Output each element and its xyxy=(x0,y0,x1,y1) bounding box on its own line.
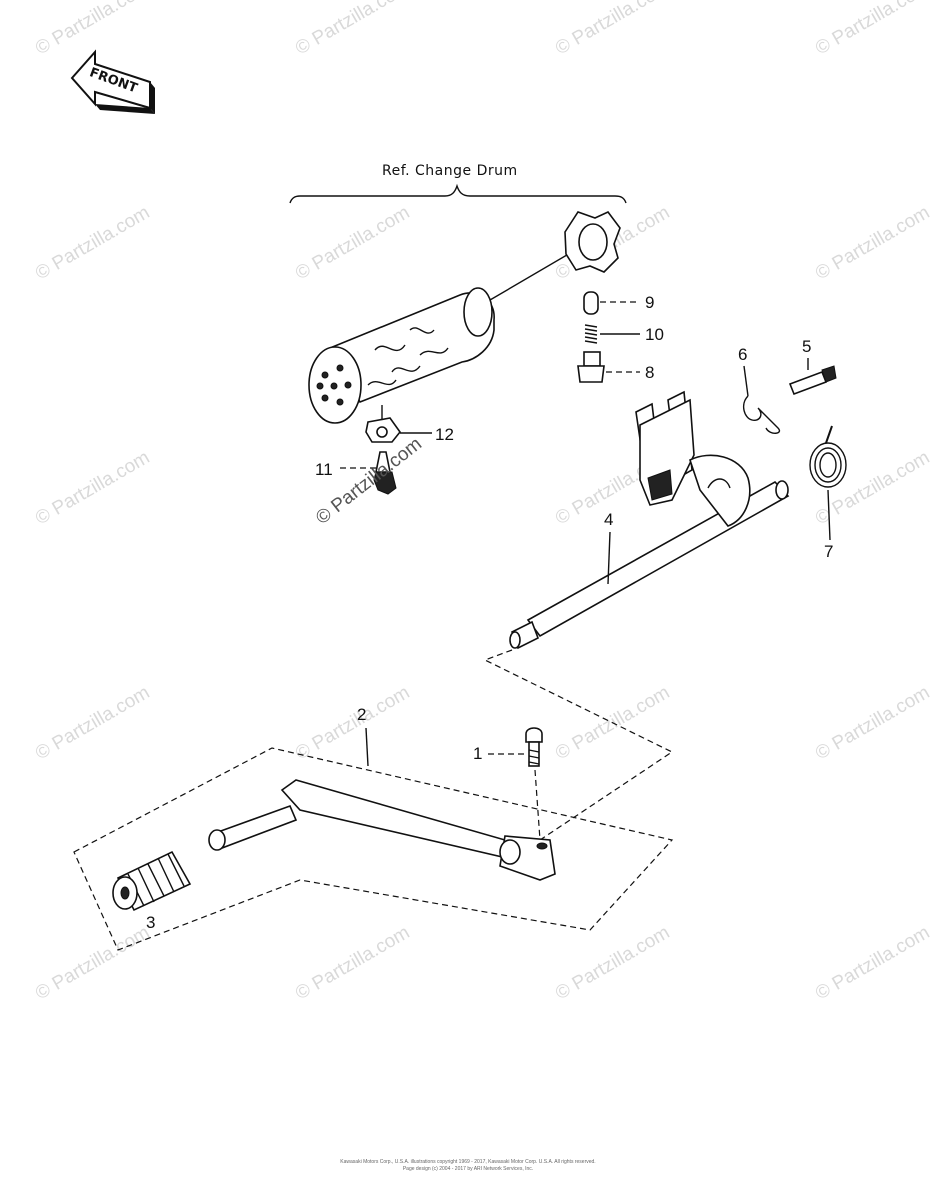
callout-12: 12 xyxy=(435,425,454,444)
watermark: © Partzilla.com xyxy=(292,922,413,1004)
change-drum-part xyxy=(308,211,621,424)
rubber-part-3: 3 xyxy=(112,850,192,932)
watermark: © Partzilla.com xyxy=(812,0,933,59)
callout-3: 3 xyxy=(146,913,155,932)
pin-part-9: 9 xyxy=(583,291,654,315)
watermark: © Partzilla.com xyxy=(552,922,673,1004)
watermark: © Partzilla.com xyxy=(32,922,153,1004)
watermark-diagonal: © Partzilla.com xyxy=(312,434,426,529)
callout-6: 6 xyxy=(738,345,747,364)
watermark: © Partzilla.com xyxy=(292,682,413,764)
watermark: © Partzilla.com xyxy=(32,447,153,529)
plate-part-12: 12 xyxy=(365,417,454,444)
bolt-part-11: 11 xyxy=(315,451,397,495)
bolt-part-1: 1 xyxy=(473,727,543,767)
pedal-part-2: 2 xyxy=(73,705,674,951)
watermark: © Partzilla.com xyxy=(812,447,933,529)
spring-part-6: 6 xyxy=(738,345,781,434)
pin-part-5: 5 xyxy=(788,337,837,396)
callout-5: 5 xyxy=(802,337,811,356)
callout-11: 11 xyxy=(315,460,333,479)
watermark: © Partzilla.com xyxy=(812,682,933,764)
holder-part-8: 8 xyxy=(577,351,654,383)
copyright-line-1: Kawasaki Motors Corp., U.S.A. illustrati… xyxy=(340,1159,596,1165)
watermark: © Partzilla.com xyxy=(32,682,153,764)
spring-part-10: 10 xyxy=(584,324,664,344)
callout-7: 7 xyxy=(824,542,833,561)
callout-2: 2 xyxy=(357,705,366,724)
spring-part-7: 7 xyxy=(809,425,847,561)
callout-4: 4 xyxy=(604,510,613,529)
watermark: © Partzilla.com xyxy=(32,202,153,284)
watermark: © Partzilla.com xyxy=(552,0,673,59)
shift-shaft-part-4: 4 xyxy=(509,390,790,650)
callout-8: 8 xyxy=(645,363,654,382)
watermark: © Partzilla.com xyxy=(292,0,413,59)
callout-9: 9 xyxy=(645,293,654,312)
front-arrow-icon: FRONT xyxy=(70,49,155,114)
watermark: © Partzilla.com xyxy=(292,202,413,284)
callout-1: 1 xyxy=(473,744,482,763)
ref-change-drum-bracket: Ref. Change Drum xyxy=(289,163,627,204)
callout-10: 10 xyxy=(645,325,664,344)
watermark: © Partzilla.com xyxy=(812,922,933,1004)
watermark: © Partzilla.com xyxy=(32,0,153,59)
alignment-lines xyxy=(483,649,674,841)
watermark: © Partzilla.com xyxy=(812,202,933,284)
copyright-line-2: Page design (c) 2004 - 2017 by ARI Netwo… xyxy=(402,1166,534,1172)
ref-change-drum-title: Ref. Change Drum xyxy=(382,163,518,179)
